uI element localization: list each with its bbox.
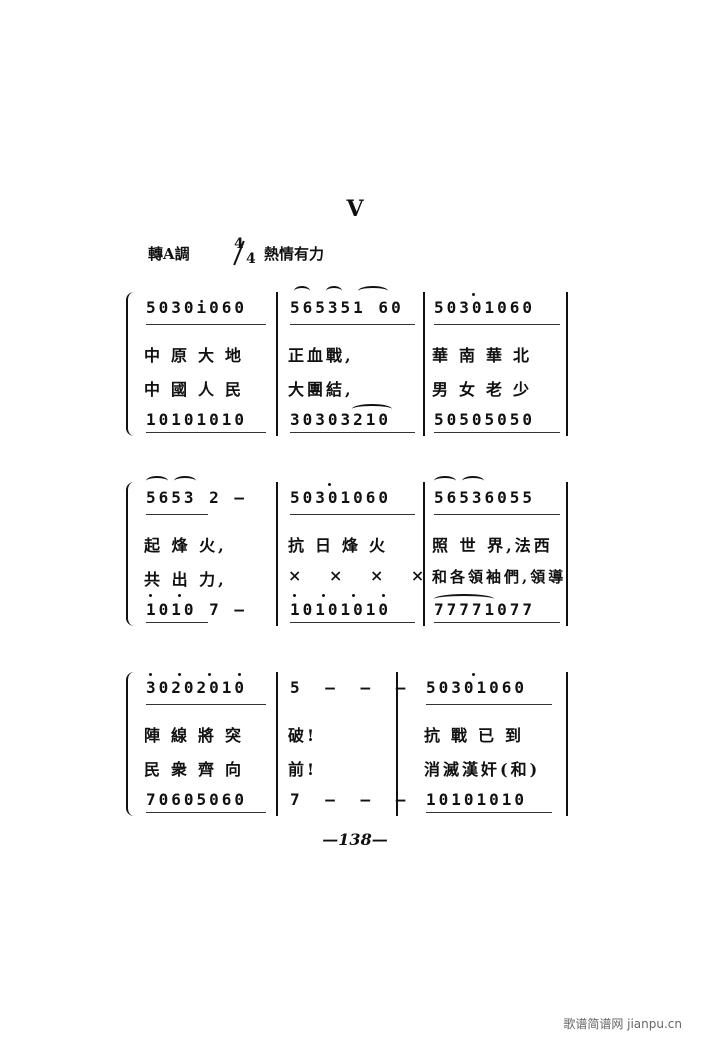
beam-line xyxy=(434,432,560,433)
melody-measure: 5 — — — xyxy=(290,678,414,697)
melody-measure: 565351 60 xyxy=(290,298,404,317)
time-signature: 4 4 xyxy=(233,236,260,270)
beam-line xyxy=(146,324,266,325)
system-bracket xyxy=(126,292,136,436)
system-bracket xyxy=(126,482,136,626)
slur-mark xyxy=(434,476,456,486)
octave-dot xyxy=(178,673,181,676)
octave-dot xyxy=(293,594,296,597)
slur-mark xyxy=(358,286,388,296)
octave-dot xyxy=(328,483,331,486)
bar-line xyxy=(566,292,568,436)
lyric-line-1: 華南華北 xyxy=(432,346,541,365)
octave-dot xyxy=(472,293,475,296)
melody-measure: 56536055 xyxy=(434,488,536,507)
bass-measure: 77771077 xyxy=(434,600,536,619)
slur-mark xyxy=(326,286,342,296)
lyric-line-1: 抗日烽火 xyxy=(288,536,397,555)
lyric-line-2: 大團結, xyxy=(288,380,354,399)
slur-mark xyxy=(146,476,168,486)
bass-measure: 70605060 xyxy=(146,790,248,809)
beam-line xyxy=(290,622,415,623)
lyric-line-2: 民衆齊向 xyxy=(144,760,253,779)
beam-line xyxy=(290,324,415,325)
melody-measure: 50301060 xyxy=(290,488,392,507)
lyric-line-1: 正血戰, xyxy=(288,346,354,365)
lyric-line-2: 中國人民 xyxy=(144,380,253,399)
score-system-3: 30202010 陣線將突 民衆齊向 70605060 5 — — — 破! 前… xyxy=(126,672,576,816)
melody-measure: 50301060 xyxy=(434,298,536,317)
bar-line xyxy=(276,672,278,816)
bar-line xyxy=(566,482,568,626)
lyric-line-1: 陣線將突 xyxy=(144,726,253,745)
lyric-line-2: 消滅漢奸(和) xyxy=(424,760,541,779)
octave-dot xyxy=(472,673,475,676)
octave-dot xyxy=(352,594,355,597)
page-number: —138— xyxy=(322,830,388,849)
score-system-2: 5653 2 — 起 烽 火, 共 出 力, 1010 7 — 50301060… xyxy=(126,476,576,626)
lyric-line-2: 男女老少 xyxy=(432,380,541,399)
bar-line xyxy=(423,292,425,436)
melody-measure: 5653 2 — xyxy=(146,488,248,507)
slur-mark xyxy=(352,404,392,414)
bar-line xyxy=(566,672,568,816)
octave-dot xyxy=(149,594,152,597)
beam-line xyxy=(426,812,552,813)
slur-mark xyxy=(174,476,196,486)
lyric-line-1: 破! xyxy=(288,726,318,745)
lyric-line-1: 照 世 界,法西 xyxy=(432,536,553,555)
octave-dot xyxy=(322,594,325,597)
melody-measure: 5030i060 xyxy=(146,298,248,317)
beam-line xyxy=(290,514,415,515)
bass-measure: 10101010 xyxy=(426,790,528,809)
beam-line xyxy=(146,432,266,433)
bar-line xyxy=(396,672,398,816)
bass-measure: 7 — — — xyxy=(290,790,414,809)
octave-dot xyxy=(178,594,181,597)
octave-dot xyxy=(208,673,211,676)
lyric-line-1: 抗戰已到 xyxy=(424,726,533,745)
beam-line xyxy=(426,704,552,705)
beam-line xyxy=(146,704,266,705)
beam-line xyxy=(434,622,560,623)
lyric-line-2: 前! xyxy=(288,760,318,779)
bass-measure: 10101010 xyxy=(146,410,248,429)
key-signature: 轉A調 xyxy=(148,245,190,263)
time-denominator: 4 xyxy=(246,251,256,267)
bar-line xyxy=(276,482,278,626)
lyric-line-1: 起 烽 火, xyxy=(144,536,227,555)
melody-measure: 30202010 xyxy=(146,678,248,697)
score-system-1: 5030i060 中原大地 中國人民 10101010 565351 60 正血… xyxy=(126,286,576,436)
lyric-line-2: 共 出 力, xyxy=(144,570,227,589)
octave-dot xyxy=(382,594,385,597)
bass-measure: 30303210 xyxy=(290,410,392,429)
beam-line xyxy=(434,514,560,515)
lyric-line-1: 中原大地 xyxy=(144,346,253,365)
lyric-line-2: × × × × xyxy=(288,566,436,585)
octave-dot xyxy=(149,673,152,676)
bass-measure: 50505050 xyxy=(434,410,536,429)
beam-line xyxy=(146,812,266,813)
beam-line xyxy=(146,514,208,515)
beam-line xyxy=(434,324,560,325)
bass-measure: 1010 7 — xyxy=(146,600,248,619)
slur-mark xyxy=(462,476,484,486)
bar-line xyxy=(276,292,278,436)
beam-line xyxy=(146,622,208,623)
section-title: V xyxy=(346,196,364,222)
beam-line xyxy=(290,432,415,433)
slur-mark xyxy=(294,286,310,296)
site-watermark: 歌谱简谱网 jianpu.cn xyxy=(563,1017,682,1031)
bar-line xyxy=(423,482,425,626)
time-numerator: 4 xyxy=(234,236,244,252)
bass-measure: 10101010 xyxy=(290,600,392,619)
system-bracket xyxy=(126,672,136,816)
octave-dot xyxy=(238,673,241,676)
tempo-marking: 熱情有力 xyxy=(264,245,325,263)
slur-mark xyxy=(434,594,494,604)
lyric-line-2: 和各領袖們,領導 xyxy=(432,568,567,586)
melody-measure: 50301060 xyxy=(426,678,528,697)
